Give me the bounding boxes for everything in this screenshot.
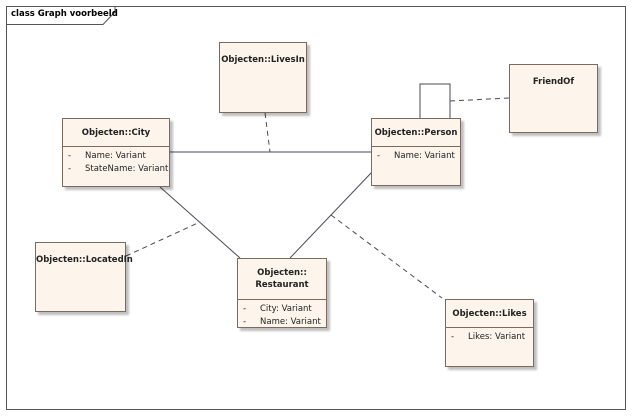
- class-person-attr-name: - Name: Variant: [377, 151, 455, 161]
- class-likes-name: Objecten::Likes: [452, 309, 527, 319]
- class-locatedin[interactable]: Objecten::LocatedIn: [35, 242, 133, 312]
- class-city-attr-name: - Name: Variant: [68, 151, 146, 161]
- association-class-link-locatedin[interactable]: [125, 221, 201, 257]
- association-class-link-friendof[interactable]: [449, 97, 510, 102]
- class-person[interactable]: Objecten::Person - Name: Variant: [371, 118, 461, 186]
- association-class-link-livesin[interactable]: [264, 112, 271, 153]
- frame-title: class Graph voorbeeld: [11, 9, 118, 19]
- frame-tab: [6, 6, 116, 25]
- class-livesin-name: Objecten::LivesIn: [221, 55, 305, 65]
- class-friendof[interactable]: FriendOf: [509, 64, 598, 133]
- class-friendof-name: FriendOf: [532, 77, 575, 87]
- class-likes[interactable]: Objecten::Likes - Likes: Variant: [445, 299, 534, 367]
- class-restaurant-name-line1: Objecten::: [257, 268, 307, 278]
- association-class-link-likes[interactable]: [330, 214, 443, 299]
- class-restaurant-name-line2: Restaurant: [255, 280, 309, 290]
- class-livesin[interactable]: Objecten::LivesIn: [219, 42, 307, 113]
- class-restaurant[interactable]: Objecten:: Restaurant - City: Variant - …: [237, 258, 327, 328]
- self-association-person[interactable]: [419, 83, 451, 118]
- class-restaurant-attr-city: - City: Variant: [243, 304, 312, 314]
- class-city-attr-statename: - StateName: Variant: [68, 164, 169, 174]
- class-person-name: Objecten::Person: [374, 128, 458, 138]
- class-city-name: Objecten::City: [81, 128, 151, 138]
- class-city[interactable]: Objecten::City - Name: Variant - StateNa…: [62, 118, 170, 187]
- class-restaurant-attr-name: - Name: Variant: [243, 317, 321, 327]
- class-locatedin-name: Objecten::LocatedIn: [36, 255, 133, 265]
- class-likes-attr-likes: - Likes: Variant: [451, 332, 526, 342]
